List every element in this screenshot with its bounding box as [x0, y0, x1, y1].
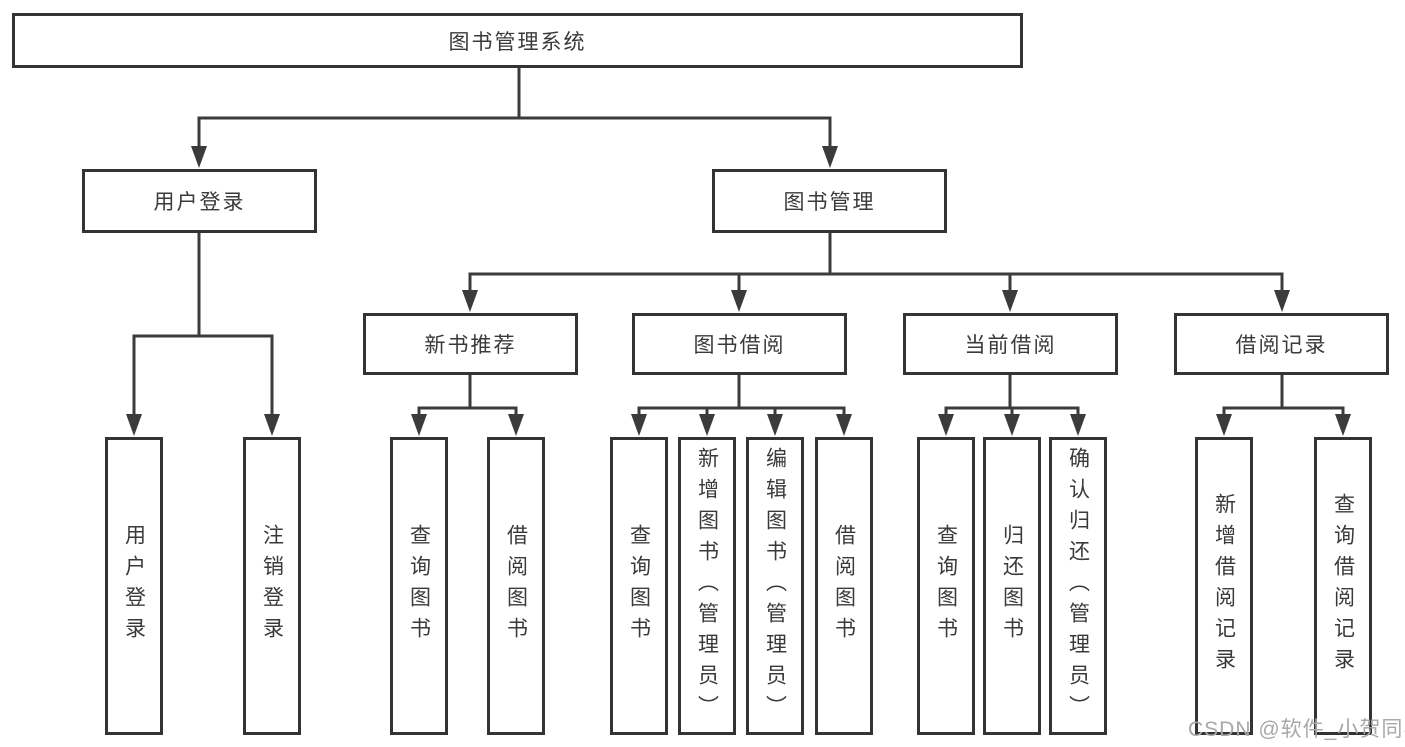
arrowhead	[191, 146, 207, 168]
leaf-query-borrow-record: 查询借阅记录	[1314, 437, 1372, 735]
connector-group4-children	[1222, 406, 1345, 416]
leaf-label: 用户登录	[122, 524, 146, 648]
node-label: 用户登录	[153, 191, 246, 214]
leaf-label: 确认归还（管理员）	[1066, 446, 1090, 726]
arrowhead	[631, 414, 647, 436]
leaf-add-books-admin: 新增图书（管理员）	[678, 437, 736, 735]
node-label: 借阅记录	[1235, 334, 1328, 357]
node-label: 图书管理	[783, 191, 876, 214]
node-book-management: 图书管理	[712, 169, 947, 233]
leaf-borrow-books-recommend: 借阅图书	[487, 437, 545, 735]
connector-level1	[197, 116, 832, 148]
leaf-confirm-return-admin: 确认归还（管理员）	[1049, 437, 1107, 735]
arrowhead	[1004, 414, 1020, 436]
arrowhead	[1070, 414, 1086, 436]
arrowhead	[411, 414, 427, 436]
arrowhead	[1274, 290, 1290, 312]
leaf-label: 查询图书	[627, 524, 651, 648]
leaf-label: 查询图书	[934, 524, 958, 648]
node-new-book-recommendation: 新书推荐	[363, 313, 578, 375]
arrowhead	[1216, 414, 1232, 436]
leaf-query-books-borrowing: 查询图书	[610, 437, 668, 735]
node-current-borrowing: 当前借阅	[903, 313, 1118, 375]
node-label: 图书借阅	[693, 334, 786, 357]
leaf-query-books-recommend: 查询图书	[390, 437, 448, 735]
csdn-watermark: CSDN @软件_小贺同学	[1188, 718, 1405, 741]
arrowhead	[126, 414, 142, 436]
arrowhead	[731, 290, 747, 312]
leaf-label: 编辑图书（管理员）	[763, 446, 787, 726]
leaf-label: 查询借阅记录	[1331, 493, 1355, 679]
arrowhead	[462, 290, 478, 312]
arrowhead	[822, 146, 838, 168]
connector-group1-children	[417, 406, 518, 416]
leaf-user-login: 用户登录	[105, 437, 163, 735]
node-borrowing-records: 借阅记录	[1174, 313, 1389, 375]
arrowhead	[767, 414, 783, 436]
leaf-query-books-current: 查询图书	[917, 437, 975, 735]
connector-user-login-children	[132, 334, 274, 416]
connector-level3	[468, 272, 1284, 292]
arrowhead	[938, 414, 954, 436]
leaf-label: 新增借阅记录	[1212, 493, 1236, 679]
arrowhead	[1002, 290, 1018, 312]
node-book-borrowing: 图书借阅	[632, 313, 847, 375]
node-label: 当前借阅	[964, 334, 1057, 357]
leaf-label: 借阅图书	[504, 524, 528, 648]
arrowhead	[264, 414, 280, 436]
leaf-borrow-books: 借阅图书	[815, 437, 873, 735]
leaf-label: 借阅图书	[832, 524, 856, 648]
arrowhead	[1335, 414, 1351, 436]
node-label: 新书推荐	[424, 334, 517, 357]
arrowhead	[836, 414, 852, 436]
node-label: 图书管理系统	[448, 30, 587, 54]
node-library-management-system: 图书管理系统	[12, 13, 1023, 68]
leaf-return-books: 归还图书	[983, 437, 1041, 735]
leaf-label: 归还图书	[1000, 524, 1024, 648]
leaf-label: 注销登录	[260, 524, 284, 648]
node-user-login: 用户登录	[82, 169, 317, 233]
leaf-label: 新增图书（管理员）	[695, 446, 719, 726]
leaf-logout: 注销登录	[243, 437, 301, 735]
leaf-add-borrow-record: 新增借阅记录	[1195, 437, 1253, 735]
arrowhead	[699, 414, 715, 436]
arrowhead	[508, 414, 524, 436]
leaf-edit-books-admin: 编辑图书（管理员）	[746, 437, 804, 735]
leaf-label: 查询图书	[407, 524, 431, 648]
connector-group2-children	[637, 406, 846, 416]
